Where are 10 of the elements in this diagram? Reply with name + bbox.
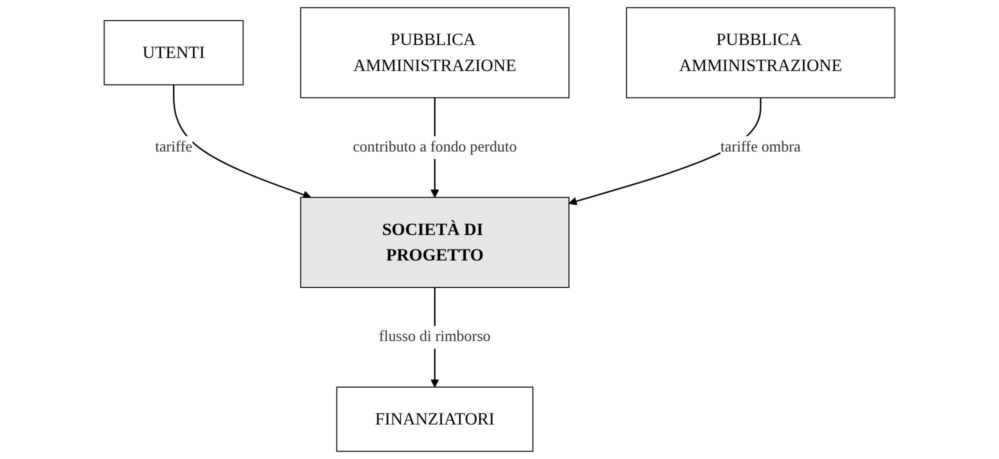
arrow xyxy=(172,84,312,199)
node-box: FINANZIATORI xyxy=(336,386,534,452)
edge-label: contributo a fondo perduto xyxy=(352,138,517,156)
edge-label: tariffe xyxy=(155,138,192,156)
edge-label: tariffe ombra xyxy=(720,138,801,156)
node-box: SOCIETÀ DI PROGETTO xyxy=(300,196,570,288)
node-box: PUBBLICA AMMINISTRAZIONE xyxy=(626,7,896,98)
edge-label: flusso di rimborso xyxy=(379,328,491,345)
node-box: UTENTI xyxy=(104,20,244,86)
node-box: PUBBLICA AMMINISTRAZIONE xyxy=(300,7,570,98)
